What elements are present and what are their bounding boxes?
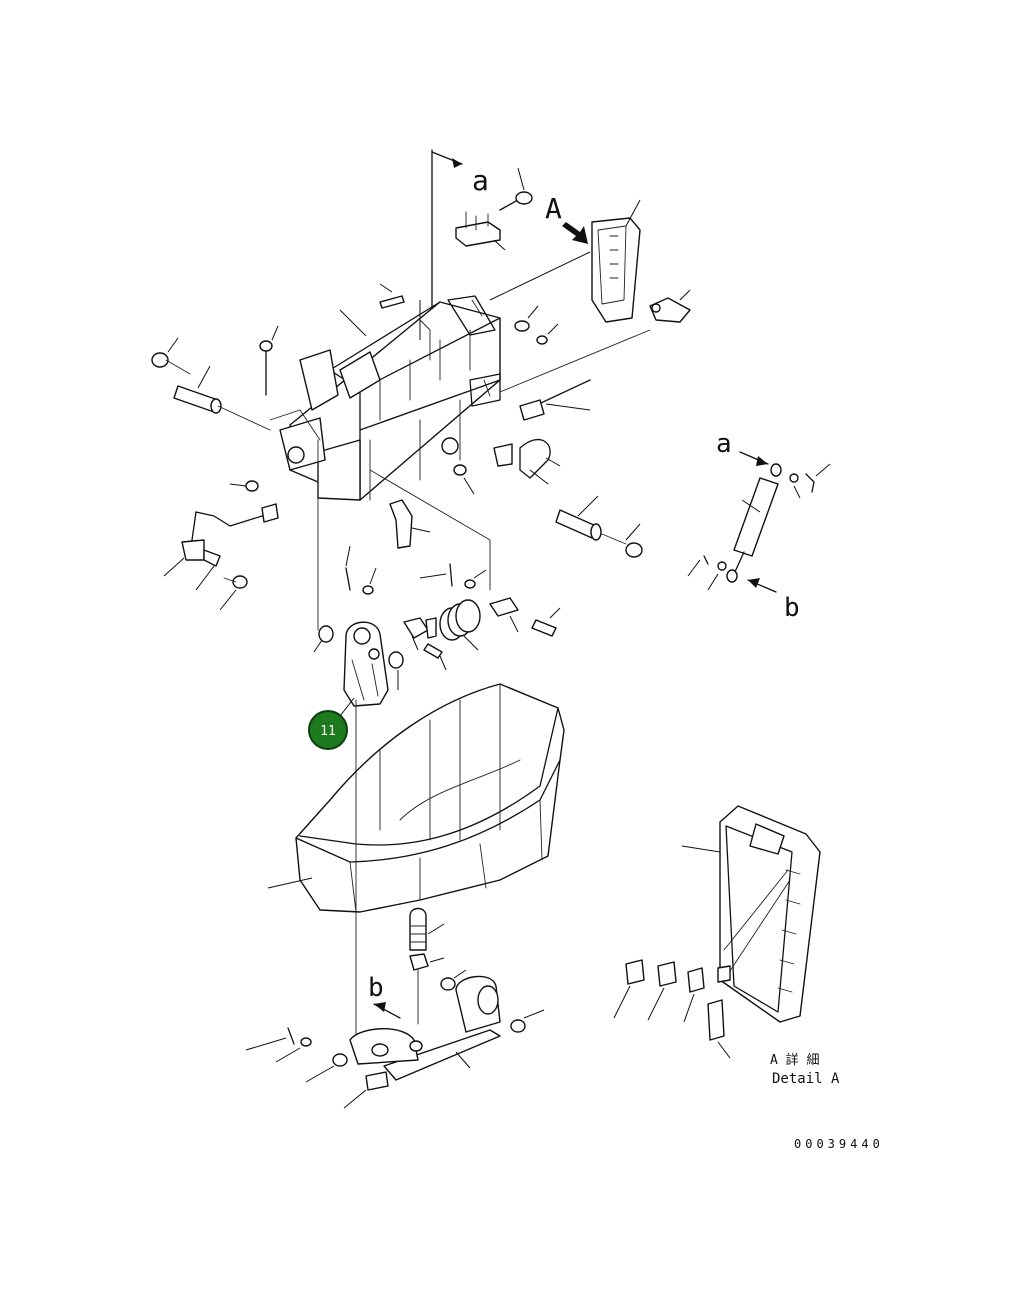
flow-label-a-right: a <box>716 429 732 459</box>
flow-label-b-bottom: b <box>368 973 384 1003</box>
view-arrow <box>562 222 588 244</box>
callout-11[interactable]: 11 <box>308 697 355 750</box>
top-bolt <box>499 167 533 211</box>
frame-right-bolt <box>514 305 559 345</box>
left-shaft <box>151 337 271 431</box>
spring-assembly <box>403 599 481 671</box>
drawing-number: 00039440 <box>794 1137 884 1151</box>
flow-label-b-right: b <box>784 593 800 623</box>
detail-A-label-en: Detail A <box>772 1071 840 1087</box>
right-shaft <box>555 495 643 558</box>
flow-arrow-b-bottom <box>373 1002 401 1019</box>
gas-spring <box>687 451 831 593</box>
pedal-base <box>349 969 545 1081</box>
detail-A-label-jp: A 詳 細 <box>770 1052 819 1068</box>
left-harness <box>163 503 279 611</box>
controller-box <box>489 199 641 323</box>
u-clamp <box>389 499 431 549</box>
hook-bracket <box>493 438 561 485</box>
lever-arm <box>313 439 404 707</box>
flow-label-a-top: a <box>472 164 489 197</box>
frame-pin <box>379 283 405 309</box>
right-small-bracket <box>499 289 691 393</box>
middle-pins <box>345 545 487 595</box>
frame-left-bolt <box>259 325 279 396</box>
switch-bracket <box>455 211 506 251</box>
detail-A-housing <box>681 805 821 1023</box>
main-frame <box>269 295 501 501</box>
knob-assembly <box>409 907 445 1025</box>
view-label-A: A <box>545 192 562 225</box>
callout-11-label: 11 <box>320 724 336 739</box>
main-cover <box>267 683 565 913</box>
sensor-cable <box>519 379 591 421</box>
frame-bottom-parts <box>229 464 491 591</box>
detail-A-connectors <box>613 959 731 1059</box>
right-clevis <box>489 597 561 637</box>
pedal-pins <box>245 1027 389 1109</box>
